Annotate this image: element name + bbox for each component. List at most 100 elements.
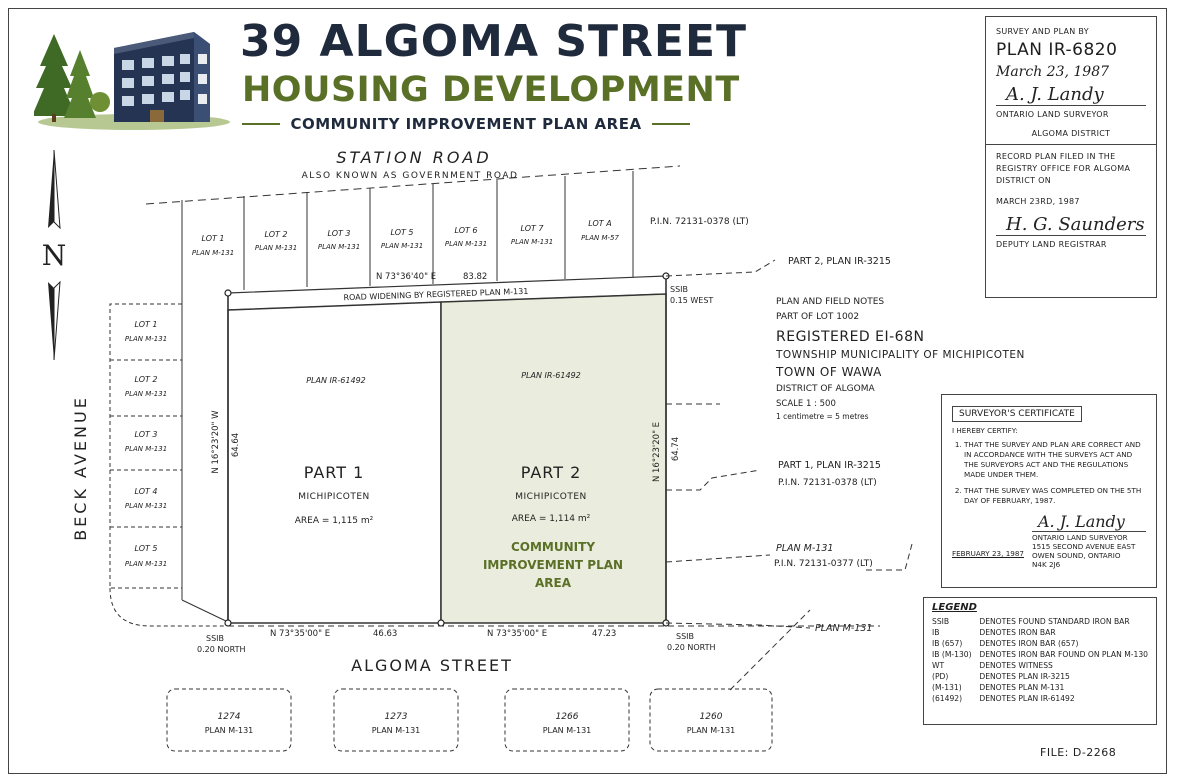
left-lot-boxes xyxy=(109,303,228,627)
left-lot-label: LOT 1 xyxy=(134,320,157,329)
legend-row: (PD)DENOTES PLAN IR-3215 xyxy=(932,671,1148,682)
part1-name: PART 1 xyxy=(304,463,365,482)
part2-municipality: MICHIPICOTEN xyxy=(515,492,587,502)
ssib-sw-label: SSIB xyxy=(206,634,224,643)
plan-info-town: TOWN OF WAWA xyxy=(775,365,882,379)
plan-info-township: TOWNSHIP MUNICIPALITY OF MICHIPICOTEN xyxy=(775,349,1025,361)
cip-label-line2: IMPROVEMENT PLAN xyxy=(483,558,623,572)
building-logo-icon xyxy=(34,32,230,130)
left-lot-plan: PLAN M-131 xyxy=(125,502,167,510)
legend-text: DENOTES IRON BAR xyxy=(979,628,1056,637)
callout-leaders xyxy=(665,259,913,691)
certificate-item: THAT THE SURVEY WAS COMPLETED ON THE 5TH… xyxy=(964,486,1146,506)
certificate-signature-block: A. J. Landy ONTARIO LAND SURVEYOR 1515 S… xyxy=(1032,512,1146,569)
bottom-lot-boxes xyxy=(166,688,773,752)
banner-rule-left xyxy=(242,123,281,125)
top-distance: 83.82 xyxy=(463,272,487,282)
legend-row: IB (657) DENOTES IRON BAR (657) xyxy=(932,638,1148,649)
page-subtitle: HOUSING DEVELOPMENT xyxy=(242,70,740,110)
plan-info-scale-note: 1 centimetre = 5 metres xyxy=(776,412,869,421)
bottom-lot-label: 1274 xyxy=(218,712,241,722)
bottom-lot-plan: PLAN M-131 xyxy=(543,726,592,735)
surveyor-certificate: SURVEYOR'S CERTIFICATE I HEREBY CERTIFY:… xyxy=(941,394,1157,588)
part1-municipality: MICHIPICOTEN xyxy=(298,492,370,502)
bottom-lots: 1274 PLAN M-131 1273 PLAN M-131 1266 PLA… xyxy=(205,712,736,735)
left-lot-plan: PLAN M-131 xyxy=(125,335,167,343)
left-lot-label: LOT 3 xyxy=(134,430,157,439)
legend-text: DENOTES WITNESS xyxy=(979,661,1053,670)
certificate-title-line: ONTARIO LAND SURVEYOR xyxy=(1032,533,1128,542)
ssib-sw-sub: 0.20 NORTH xyxy=(197,645,246,654)
legend-code: IB (M-130) xyxy=(932,650,972,659)
surveyor-signature: A. J. Landy xyxy=(1006,84,1104,105)
certificate-postal: N4K 2J6 xyxy=(1032,560,1061,569)
plan-info-district: DISTRICT OF ALGOMA xyxy=(776,384,875,394)
top-lots: LOT 1 PLAN M-131 LOT 2 PLAN M-131 LOT 3 … xyxy=(192,219,620,257)
file-number: FILE: D-2268 xyxy=(1040,746,1117,759)
page-title: 39 ALGOMA STREET xyxy=(240,16,748,67)
legend-code: IB (657) xyxy=(932,639,963,648)
left-lot-label: LOT 4 xyxy=(134,487,157,496)
survey-district: ALGOMA DISTRICT xyxy=(1031,129,1111,138)
survey-info-box: SURVEY AND PLAN BY PLAN IR-6820 March 23… xyxy=(985,16,1157,298)
top-lot-label: LOT A xyxy=(588,219,611,228)
top-lot-plan: PLAN M-131 xyxy=(445,240,487,248)
bottom-lot-label: 1273 xyxy=(385,712,408,722)
legend-title: LEGEND xyxy=(932,602,977,613)
bottom-distance-2: 47.23 xyxy=(592,629,616,639)
certificate-title: SURVEYOR'S CERTIFICATE xyxy=(952,406,1082,422)
bottom-lot-plan: PLAN M-131 xyxy=(372,726,421,735)
right-bearing: N 16°23'20" E xyxy=(652,422,662,482)
certificate-sign-row: FEBRUARY 23, 1987 A. J. Landy ONTARIO LA… xyxy=(952,512,1146,569)
legend-text: DENOTES IRON BAR FOUND ON PLAN M-130 xyxy=(979,650,1148,659)
left-lot-plan: PLAN M-131 xyxy=(125,390,167,398)
plan-info-line1: PLAN AND FIELD NOTES xyxy=(776,297,884,307)
top-lot-label: LOT 6 xyxy=(454,226,477,235)
top-lot-dividers xyxy=(181,171,634,623)
left-lots: LOT 1 PLAN M-131 LOT 2 PLAN M-131 LOT 3 … xyxy=(125,320,167,568)
left-lot-plan: PLAN M-131 xyxy=(125,560,167,568)
legend-code: SSIB xyxy=(932,617,950,626)
signature-line xyxy=(996,105,1146,106)
station-road-line xyxy=(145,165,681,205)
part2-plan: PLAN IR-61492 xyxy=(521,371,581,380)
station-road-aka: ALSO KNOWN AS GOVERNMENT ROAD xyxy=(302,171,519,181)
cip-label-line3: AREA xyxy=(535,576,572,590)
part2-area: AREA = 1,114 m² xyxy=(512,514,591,524)
certificate-items: THAT THE SURVEY AND PLAN ARE CORRECT AND… xyxy=(952,440,1146,506)
legend-text: DENOTES IRON BAR (657) xyxy=(979,639,1079,648)
part1-area: AREA = 1,115 m² xyxy=(295,516,374,526)
legend-text: DENOTES FOUND STANDARD IRON BAR xyxy=(979,617,1130,626)
part2-name: PART 2 xyxy=(521,463,582,482)
legend-text: DENOTES PLAN IR-61492 xyxy=(979,694,1075,703)
top-lot-label: LOT 5 xyxy=(390,228,413,237)
ssib-ne-label: SSIB xyxy=(670,285,688,294)
north-label: N xyxy=(42,239,67,272)
beck-avenue-label: BECK AVENUE xyxy=(71,395,90,541)
survey-heading: SURVEY AND PLAN BY xyxy=(996,27,1089,36)
algoma-street-label: ALGOMA STREET xyxy=(351,656,513,675)
left-lot-plan: PLAN M-131 xyxy=(125,445,167,453)
survey-date: March 23, 1987 xyxy=(996,64,1110,80)
cip-label-line1: COMMUNITY xyxy=(511,540,595,554)
left-lot-label: LOT 2 xyxy=(134,375,157,384)
legend-code: (PD) xyxy=(932,672,949,681)
m131-callout: PLAN M-131 xyxy=(776,543,833,554)
area-banner: COMMUNITY IMPROVEMENT PLAN AREA xyxy=(242,113,691,135)
right-distance: 64.74 xyxy=(671,437,681,461)
plan-info-scale: SCALE 1 : 500 xyxy=(776,399,836,409)
legend-code: (M-131) xyxy=(932,683,962,692)
top-lot-plan: PLAN M-131 xyxy=(192,249,234,257)
top-lot-plan: PLAN M-131 xyxy=(318,243,360,251)
bottom-distance-1: 46.63 xyxy=(373,629,397,639)
legend-code: (61492) xyxy=(932,694,963,703)
survey-plan-number: PLAN IR-6820 xyxy=(996,40,1118,60)
top-lot-label: LOT 3 xyxy=(327,229,350,238)
top-lot-label: LOT 1 xyxy=(201,234,224,243)
ssib-ne-sub: 0.15 WEST xyxy=(670,296,713,305)
top-lot-plan: PLAN M-131 xyxy=(255,244,297,252)
